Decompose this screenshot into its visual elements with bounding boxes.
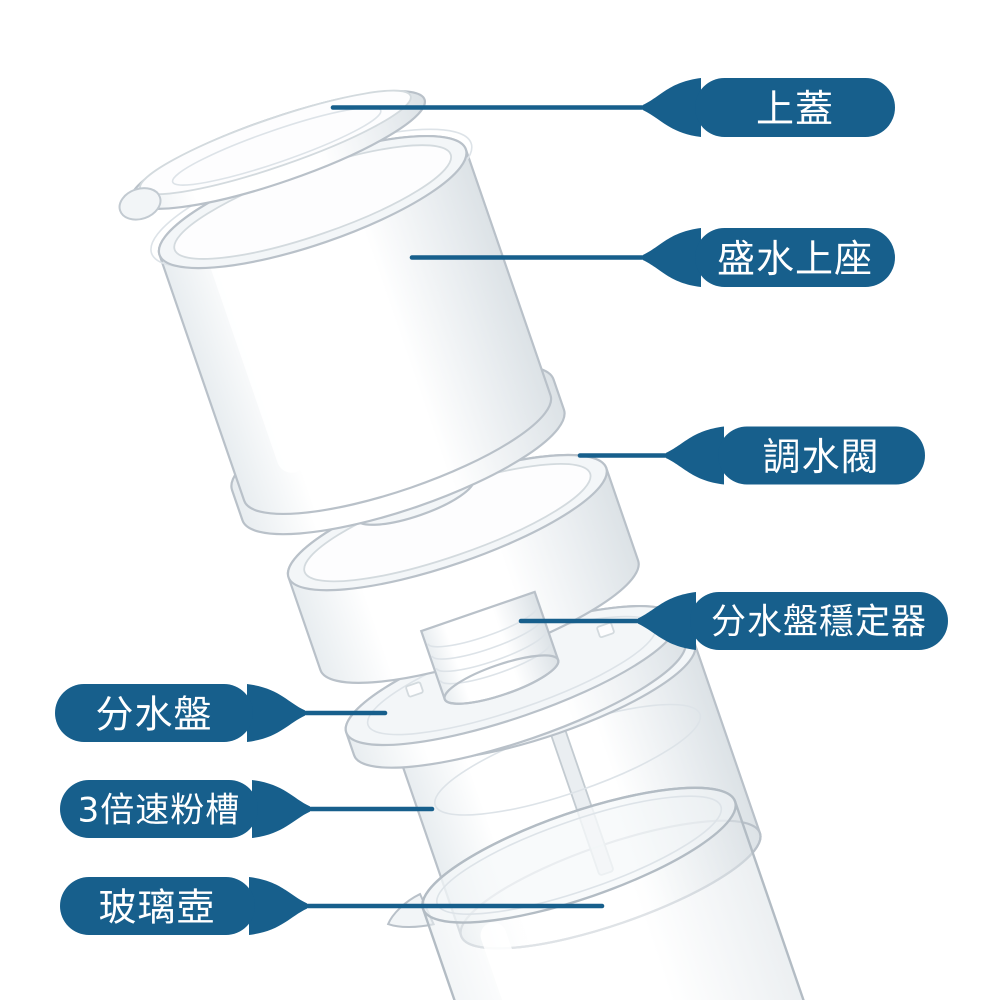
label-pill-body (695, 78, 895, 137)
label-pill (643, 78, 701, 137)
label-powder-trough: 3倍速粉槽 (78, 791, 241, 831)
label-pill-body (718, 426, 925, 485)
label-water-valve: 調水閥 (762, 435, 879, 479)
label-pill (643, 228, 701, 287)
label-pill-body (695, 228, 895, 287)
callout-stabilizer: 分水盤穩定器 (518, 592, 948, 650)
callout-upper-water-tank: 盛水上座 (409, 228, 895, 287)
label-glass-pot: 玻璃壺 (98, 886, 215, 930)
label-pill-body (60, 780, 258, 838)
label-pill (249, 877, 307, 935)
label-pill-body (60, 877, 255, 935)
callout-top-lid: 上蓋 (330, 78, 895, 137)
label-stabilizer: 分水盤穩定器 (711, 603, 927, 643)
label-pill (247, 684, 305, 742)
top-lid-part (118, 89, 427, 221)
label-pill (638, 592, 696, 650)
label-pill (252, 780, 310, 838)
callout-powder-trough: 3倍速粉槽 (60, 780, 435, 838)
callout-glass-pot: 玻璃壺 (60, 877, 605, 935)
callout-distribution-plate: 分水盤 (55, 684, 388, 742)
label-pill-body (55, 684, 253, 742)
callout-water-valve: 調水閥 (577, 426, 925, 485)
label-pill (666, 426, 724, 485)
label-distribution-plate: 分水盤 (95, 693, 212, 737)
product-illustration (118, 89, 875, 1000)
label-pill-body (690, 592, 948, 650)
label-upper-water-tank: 盛水上座 (717, 237, 873, 281)
water-tank-part (150, 128, 566, 536)
label-top-lid: 上蓋 (756, 87, 834, 131)
